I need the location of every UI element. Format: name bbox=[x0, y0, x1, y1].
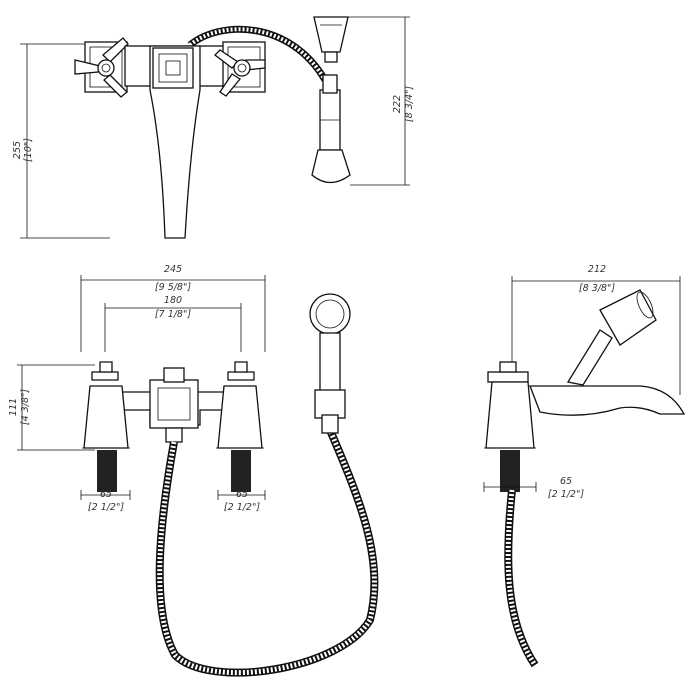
dim-180-inch: [7 1/8"] bbox=[155, 309, 191, 320]
dim-111-inch: [4 3/8"] bbox=[20, 389, 31, 425]
front-shower-handset bbox=[309, 293, 351, 434]
deck-mixer-side-view: 212 [8 3/8"] 65 [2 1/2"] bbox=[483, 264, 686, 668]
dim-side-65-inch: [2 1/2"] bbox=[548, 489, 584, 500]
dim-right-65-inch: [2 1/2"] bbox=[224, 502, 260, 513]
dim-side-65-mm: 65 bbox=[560, 476, 572, 487]
dim-left-65-inch: [2 1/2"] bbox=[88, 502, 124, 513]
dim-245-mm: 245 bbox=[164, 264, 182, 275]
dimension-side-projection: 212 [8 3/8"] bbox=[511, 264, 681, 395]
dim-212-inch: [8 3/8"] bbox=[579, 283, 615, 294]
dim-222-inch: [8 3/4"] bbox=[404, 86, 415, 122]
wall-shower-handset bbox=[311, 16, 351, 184]
deck-diverter bbox=[149, 379, 199, 429]
dim-245-inch: [9 5/8"] bbox=[155, 282, 191, 293]
dim-255-inch: [10"] bbox=[23, 138, 34, 162]
side-hose bbox=[504, 489, 539, 668]
side-pillar: 65 [2 1/2"] bbox=[483, 361, 584, 500]
deck-mixer-front-view: 245 [9 5/8"] 180 [7 1/8"] 111 [4 3/8"] bbox=[8, 264, 379, 677]
wall-mixer-view: 255 [10"] 222 [8 3/4"] bbox=[12, 16, 415, 239]
dim-111-mm: 111 bbox=[8, 398, 19, 416]
side-shower-handset bbox=[566, 289, 657, 386]
dimension-overall-width: 245 [9 5/8"] bbox=[80, 264, 266, 352]
dim-222-mm: 222 bbox=[392, 95, 403, 113]
front-hose bbox=[155, 428, 379, 677]
dim-255-mm: 255 bbox=[12, 141, 23, 159]
dim-212-mm: 212 bbox=[588, 264, 606, 275]
dimension-shower-height: 222 [8 3/4"] bbox=[330, 16, 415, 186]
side-spout bbox=[529, 385, 686, 416]
dim-right-65-mm: 65 bbox=[236, 489, 248, 500]
left-wall-handle bbox=[74, 37, 129, 98]
dimension-centres: 180 [7 1/8"] bbox=[104, 295, 242, 352]
right-wall-handle bbox=[214, 41, 266, 97]
dim-left-65-mm: 65 bbox=[100, 489, 112, 500]
right-deck-pillar: 65 [2 1/2"] bbox=[216, 361, 266, 513]
wall-mixer-body bbox=[124, 45, 228, 239]
dimension-pillar-height: 111 [4 3/8"] bbox=[8, 364, 95, 451]
dim-180-mm: 180 bbox=[164, 295, 182, 306]
left-deck-pillar: 65 [2 1/2"] bbox=[80, 361, 131, 513]
